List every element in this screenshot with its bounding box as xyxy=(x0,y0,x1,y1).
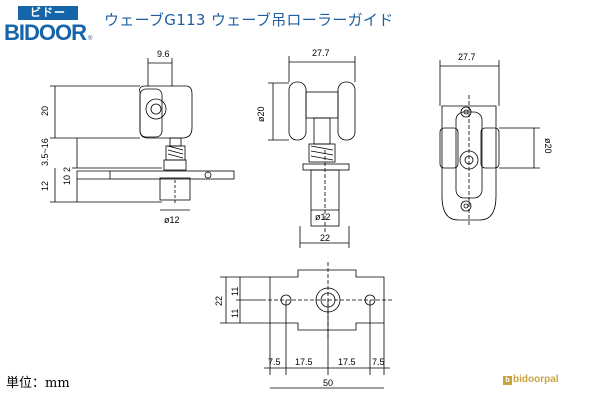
side-dia-label: ø12 xyxy=(164,215,180,225)
logo-kana: ビドー xyxy=(18,6,78,20)
front-width-label: 27.7 xyxy=(312,48,330,58)
side-plate-b-label: 2 xyxy=(62,167,72,172)
front-view xyxy=(268,56,356,248)
side-stem-label: 3.5~16 xyxy=(40,138,50,166)
front-bottom-width-label: 22 xyxy=(320,233,330,243)
side-width-label: 9.6 xyxy=(157,49,170,59)
plate-h1-label: 11 xyxy=(230,287,240,296)
plate-height-label: 22 xyxy=(214,296,224,306)
plate-seg2-label: 17.5 xyxy=(295,357,313,367)
page-title: ウェーブG113 ウェーブ吊ローラーガイド xyxy=(104,11,394,29)
front-dia-label: ø12 xyxy=(315,212,331,222)
brand-icon: b xyxy=(503,376,512,385)
plate-view xyxy=(220,262,392,389)
top-view xyxy=(439,60,540,225)
unit-label: 単位：mm xyxy=(6,376,70,391)
side-plate-a-label: 10 xyxy=(62,175,72,185)
plate-h2-label: 11 xyxy=(230,309,240,318)
side-plate-label: 12 xyxy=(40,181,50,191)
plate-width-label: 50 xyxy=(323,378,333,388)
side-view xyxy=(50,58,235,211)
bidoor-logo: ビドー BIDOOR ® xyxy=(4,6,93,46)
footer-brand-text: bidoorpal xyxy=(513,374,559,385)
logo-registered-mark: ® xyxy=(88,36,93,42)
plate-seg3-label: 17.5 xyxy=(338,357,356,367)
logo-brand: BIDOOR xyxy=(4,20,87,45)
plate-seg4-label: 7.5 xyxy=(372,357,385,367)
front-roller-dia-label: ø20 xyxy=(256,106,266,122)
side-height-label: 20 xyxy=(40,106,50,116)
top-width-label: 27.7 xyxy=(458,52,476,62)
plate-seg1-label: 7.5 xyxy=(268,357,281,367)
top-roller-dia-label: ø20 xyxy=(543,138,553,154)
